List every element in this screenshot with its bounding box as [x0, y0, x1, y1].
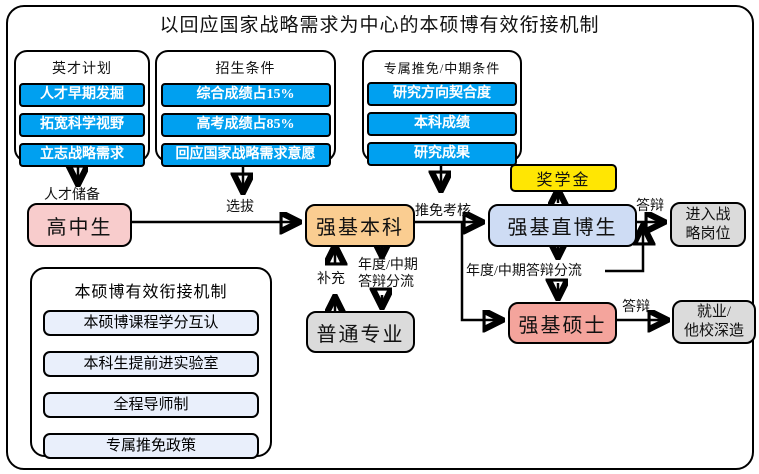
admission-item: 综合成绩占15% — [160, 83, 331, 107]
label-defense-bottom: 答辩 — [622, 300, 650, 315]
group-talent-title: 英才计划 — [52, 62, 112, 77]
node-scholarship-label: 奖学金 — [536, 172, 591, 189]
label-talent-reserve: 人才储备 — [44, 188, 100, 203]
label-diversion-mid: 年度/中期 答辩分流 — [358, 257, 418, 291]
node-qiangji-zhibo-label: 强基直博生 — [507, 217, 618, 239]
talent-item: 立志战略需求 — [19, 143, 145, 167]
node-scholarship: 奖学金 — [510, 164, 617, 192]
group-exclusive-conditions: 专属推免/中期条件 研究方向契合度 本科成绩 研究成果 — [362, 50, 522, 166]
mechanism-box: 本硕博有效衔接机制 本硕博课程学分互认 本科生提前进实验室 全程导师制 专属推免… — [30, 267, 272, 459]
label-selection: 选拔 — [226, 200, 254, 215]
label-defense-top: 答辩 — [636, 199, 664, 214]
node-qiangji-benke: 强基本科 — [305, 204, 415, 247]
node-employment-line2: 他校深造 — [683, 323, 744, 339]
group-admission-conditions: 招生条件 综合成绩占15% 高考成绩占85% 回应国家战略需求意愿 — [155, 50, 336, 167]
group-admission-title: 招生条件 — [215, 62, 276, 77]
node-employment-line1: 就业/ — [696, 304, 732, 320]
label-diversion-mid-line2: 答辩分流 — [358, 275, 414, 290]
mechanism-title: 本硕博有效衔接机制 — [74, 284, 228, 301]
label-supplement: 补充 — [317, 272, 345, 287]
admission-item: 回应国家战略需求意愿 — [160, 143, 331, 167]
talent-item: 拓宽科学视野 — [19, 113, 145, 137]
diagram-title: 以回应国家战略需求为中心的本硕博有效衔接机制 — [159, 15, 600, 36]
node-high-school-label: 高中生 — [46, 216, 113, 239]
exclusive-item: 研究成果 — [367, 142, 517, 166]
node-qiangji-master-label: 强基硕士 — [518, 314, 607, 337]
mechanism-item: 本科生提前进实验室 — [43, 351, 259, 377]
node-qiangji-zhibo: 强基直博生 — [488, 204, 637, 247]
label-diversion-mid-line1: 年度/中期 — [358, 258, 418, 273]
exclusive-item: 研究方向契合度 — [367, 82, 517, 106]
admission-item: 高考成绩占85% — [160, 113, 331, 137]
node-ordinary-major: 普通专业 — [306, 311, 415, 353]
label-tuimian-assess: 推免考核 — [415, 204, 471, 219]
mechanism-item: 本硕博课程学分互认 — [43, 310, 259, 336]
node-qiangji-benke-label: 强基本科 — [316, 217, 404, 239]
mechanism-item: 全程导师制 — [43, 392, 259, 418]
node-strategic-post: 进入战 略岗位 — [670, 202, 746, 247]
exclusive-item: 本科成绩 — [367, 112, 517, 136]
node-qiangji-master: 强基硕士 — [508, 302, 617, 344]
node-high-school: 高中生 — [27, 203, 132, 247]
label-diversion-right: 年度/中期答辩分流 — [466, 264, 582, 279]
node-ordinary-major-label: 普通专业 — [316, 323, 405, 346]
node-employment: 就业/ 他校深造 — [672, 300, 756, 344]
group-exclusive-title: 专属推免/中期条件 — [383, 61, 501, 76]
mechanism-item: 专属推免政策 — [43, 433, 259, 459]
node-strategic-post-line2: 略岗位 — [685, 225, 731, 242]
node-strategic-post-line1: 进入战 — [685, 206, 731, 223]
talent-item: 人才早期发掘 — [19, 83, 145, 107]
group-talent-program: 英才计划 人才早期发掘 拓宽科学视野 立志战略需求 — [14, 50, 150, 167]
